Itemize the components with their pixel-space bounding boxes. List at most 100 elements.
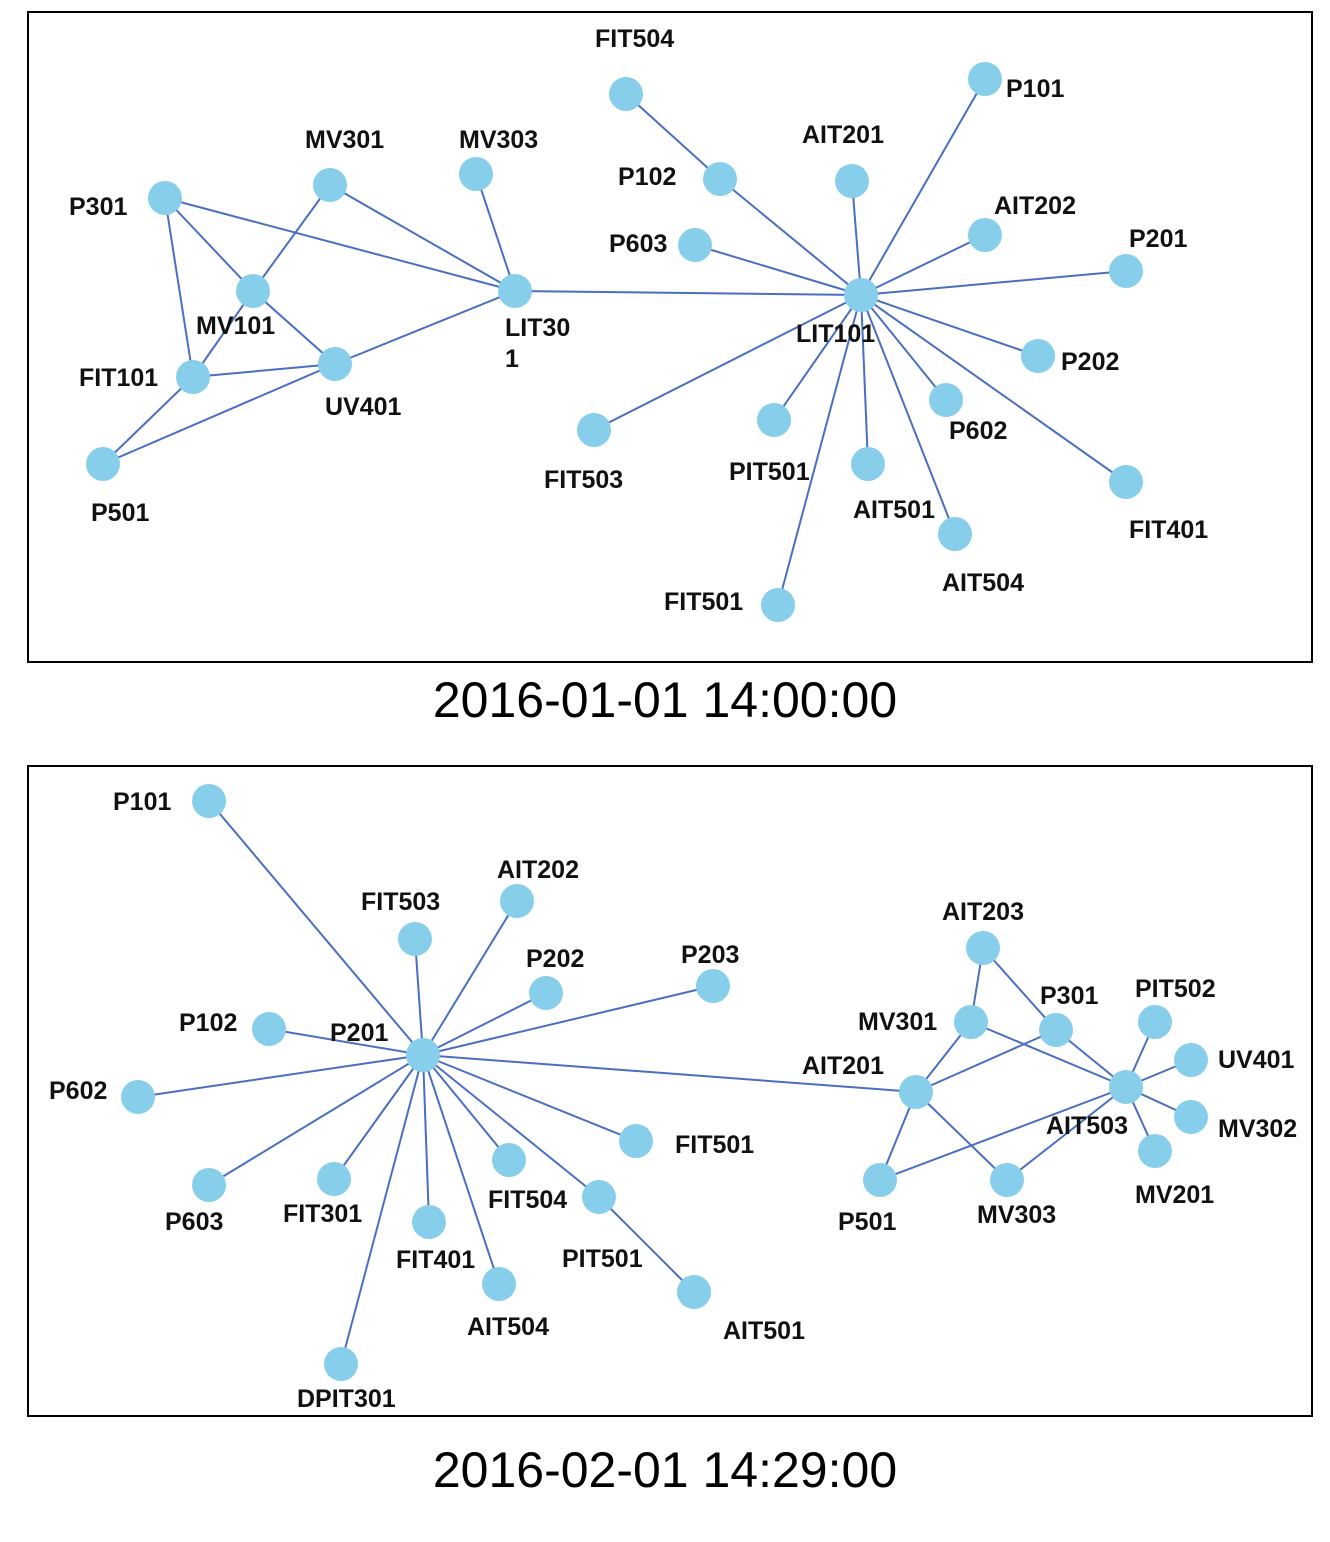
node-label-mv301: MV301: [858, 1008, 937, 1036]
node-label-ait202: AIT202: [497, 856, 579, 884]
edge-fit503-p201: [414, 938, 424, 1056]
edge-ait202-lit101: [860, 234, 986, 296]
node-pit501: [757, 403, 791, 437]
node-ait202: [500, 884, 534, 918]
node-label-ait201: AIT201: [802, 1052, 884, 1080]
edge-p202-lit101: [860, 294, 1039, 357]
node-label-dpit301: DPIT301: [297, 1385, 396, 1413]
node-label-uv401: UV401: [1218, 1046, 1295, 1074]
node-p301: [148, 181, 182, 215]
node-label-mv101: MV101: [196, 312, 275, 340]
node-fit504: [492, 1143, 526, 1177]
node-label-fit501: FIT501: [675, 1131, 754, 1159]
edge-p201-lit101: [860, 270, 1127, 296]
node-label-pit501: PIT501: [729, 458, 810, 486]
edge-mv101-fit101: [192, 290, 254, 378]
node-label-p501: P501: [838, 1208, 896, 1236]
node-uv401: [318, 347, 352, 381]
edge-fit503-lit101: [593, 294, 862, 431]
node-label-p203: P203: [681, 941, 739, 969]
edge-p301-fit101: [164, 197, 194, 378]
edge-p102-p201: [268, 1028, 424, 1056]
edge-mv303-ait503: [1006, 1086, 1127, 1181]
node-label-p102: P102: [618, 163, 676, 191]
edge-ait201-lit101: [851, 180, 862, 296]
edge-mv301-lit301: [329, 184, 516, 292]
node-label-pit501: PIT501: [562, 1245, 643, 1273]
edge-ait203-p301: [982, 947, 1057, 1031]
edge-pit501-lit101: [773, 294, 862, 421]
edge-mv301-mv101: [252, 184, 331, 292]
node-pit502: [1138, 1005, 1172, 1039]
edge-p201-ait201: [422, 1054, 917, 1093]
node-label-ait504: AIT504: [942, 569, 1024, 597]
node-label-p202: P202: [1061, 348, 1119, 376]
node-ait203: [966, 931, 1000, 965]
edge-mv301-ait503: [970, 1021, 1127, 1088]
node-label-p102: P102: [179, 1009, 237, 1037]
node-dpit301: [324, 1347, 358, 1381]
edge-uv401-p501: [102, 363, 336, 465]
node-label-p201: P201: [1129, 225, 1187, 253]
edge-fit504-p201: [422, 1054, 510, 1161]
node-p603: [678, 228, 712, 262]
node-p102: [703, 162, 737, 196]
node-p602: [929, 383, 963, 417]
network-graph-1: FIT504P101AIT201P102AIT202P201P603LIT101…: [69, 25, 1208, 622]
node-p203: [696, 969, 730, 1003]
edge-p602-p201: [137, 1054, 424, 1098]
edge-fit101-uv401: [192, 363, 336, 378]
node-label-p202: P202: [526, 945, 584, 973]
node-label-fit503: FIT503: [361, 888, 440, 916]
node-label-p201: P201: [330, 1019, 388, 1047]
node-p102: [252, 1012, 286, 1046]
edge-mv101-uv401: [252, 290, 336, 365]
node-p101: [192, 784, 226, 818]
edge-fit501-lit101: [777, 294, 862, 606]
edge-p101-p201: [208, 800, 424, 1056]
edge-fit504-p102: [625, 93, 721, 180]
node-label-fit504: FIT504: [595, 25, 674, 53]
node-label-ait203: AIT203: [942, 898, 1024, 926]
edge-ait501-lit101: [860, 294, 869, 465]
node-p201: [1109, 254, 1143, 288]
node-label-p602: P602: [949, 417, 1007, 445]
edge-p301-mv101: [164, 197, 254, 292]
node-label-p101: P101: [1006, 75, 1064, 103]
edge-lit301-lit101: [514, 290, 862, 296]
edge-dpit301-p201: [340, 1054, 424, 1365]
node-label-ait501: AIT501: [853, 496, 935, 524]
node-ait501: [677, 1275, 711, 1309]
node-mv201: [1138, 1134, 1172, 1168]
node-label-uv401: UV401: [325, 393, 402, 421]
node-ait504: [938, 517, 972, 551]
node-label-mv303: MV303: [977, 1201, 1056, 1229]
edge-p102-lit101: [719, 178, 862, 296]
node-p202: [1021, 339, 1055, 373]
edge-p501-ait503: [879, 1086, 1127, 1181]
node-fit401: [412, 1205, 446, 1239]
node-p501: [86, 447, 120, 481]
node-mv301: [313, 168, 347, 202]
node-label-fit501: FIT501: [664, 588, 743, 616]
edge-pit501-p201: [422, 1054, 600, 1198]
node-ait201: [835, 164, 869, 198]
node-p201: [406, 1038, 440, 1072]
node-p602: [121, 1080, 155, 1114]
node-uv401: [1174, 1043, 1208, 1077]
edge-mv303-lit301: [475, 173, 516, 292]
edge-p202-p201: [422, 992, 547, 1056]
graph-2-timestamp-caption: 2016-02-01 14:29:00: [432, 1442, 898, 1498]
node-mv301: [954, 1005, 988, 1039]
node-fit301: [317, 1162, 351, 1196]
node-label-mv302: MV302: [1218, 1115, 1297, 1143]
node-p202: [529, 976, 563, 1010]
edge-p101-lit101: [860, 78, 986, 296]
node-label-ait202: AIT202: [994, 192, 1076, 220]
node-label-lit101: LIT101: [796, 320, 875, 348]
edge-p203-p201: [422, 985, 714, 1056]
edge-uv401-lit301: [334, 290, 516, 365]
edge-ait202-p201: [422, 900, 518, 1056]
node-label-p603: P603: [165, 1208, 223, 1236]
